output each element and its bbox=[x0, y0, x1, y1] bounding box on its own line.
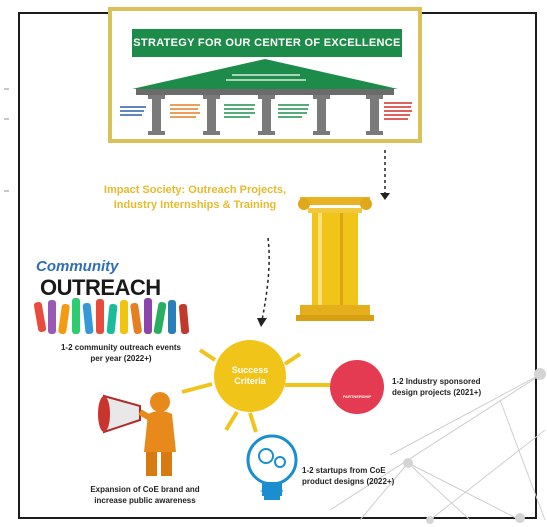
lightbulb-icon bbox=[246, 434, 298, 500]
success-line-2: Criteria bbox=[234, 376, 266, 386]
brand-caption: Expansion of CoE brand and increase publ… bbox=[70, 484, 220, 506]
industry-caption-line-2: design projects (2021+) bbox=[392, 388, 482, 397]
impact-heading: Impact Society: Outreach Projects, Indus… bbox=[60, 183, 330, 213]
outreach-hands-icon bbox=[33, 298, 190, 335]
industry-caption: 1-2 Industry sponsored design projects (… bbox=[392, 376, 522, 398]
strategy-panel: STRATEGY FOR OUR CENTER OF EXCELLENCE bbox=[108, 7, 422, 143]
startup-caption: 1-2 startups from CoE product designs (2… bbox=[302, 465, 422, 487]
margin-mark bbox=[4, 190, 9, 192]
megaphone-person-icon bbox=[98, 392, 176, 476]
strategy-title: STRATEGY FOR OUR CENTER OF EXCELLENCE bbox=[132, 29, 402, 57]
community-caption-line-1: 1-2 community outreach events bbox=[60, 343, 182, 352]
partnership-circle bbox=[330, 360, 384, 414]
margin-mark bbox=[4, 118, 9, 120]
startup-caption-line-2: product designs (2022+) bbox=[302, 477, 395, 486]
product-label-line-1: PRODUCT bbox=[264, 485, 280, 489]
success-criteria-circle: Success Criteria bbox=[214, 340, 286, 412]
success-line-1: Success bbox=[231, 365, 269, 375]
temple-graphic bbox=[120, 59, 412, 135]
impact-line-2: Industry Internships & Training bbox=[113, 199, 277, 211]
gold-pillar bbox=[296, 197, 374, 321]
community-caption: 1-2 community outreach events per year (… bbox=[36, 342, 206, 364]
partnership-label: PARTNERSHIP bbox=[342, 394, 372, 399]
product-development-label: PRODUCT DEVELOPMENT bbox=[257, 485, 287, 493]
network-decoration bbox=[329, 371, 546, 521]
margin-mark bbox=[4, 88, 9, 90]
product-label-line-2: DEVELOPMENT bbox=[260, 489, 284, 493]
outreach-word: OUTREACH bbox=[40, 275, 161, 300]
startup-caption-line-1: 1-2 startups from CoE bbox=[302, 466, 386, 475]
impact-line-1: Impact Society: Outreach Projects, bbox=[103, 184, 287, 196]
community-word: Community bbox=[36, 258, 119, 275]
dashed-arrow bbox=[261, 237, 270, 321]
brand-caption-line-2: increase public awareness bbox=[94, 496, 196, 505]
industry-caption-line-1: 1-2 Industry sponsored bbox=[392, 377, 481, 386]
brand-caption-line-1: Expansion of CoE brand and bbox=[90, 485, 200, 494]
community-caption-line-2: per year (2022+) bbox=[90, 354, 152, 363]
